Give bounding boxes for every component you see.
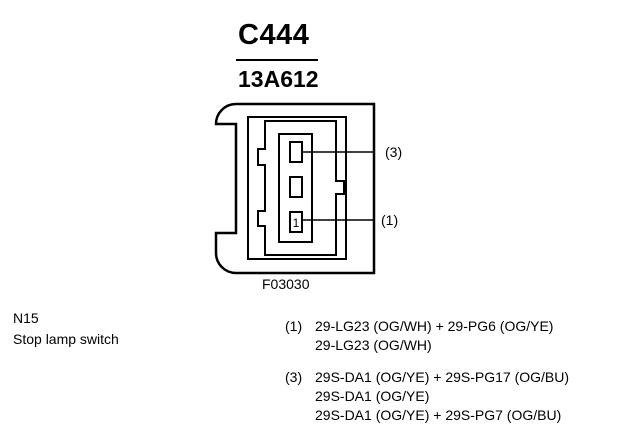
figure-id: F03030 bbox=[262, 276, 310, 292]
connector-inner-frame bbox=[247, 116, 347, 260]
component-name: Stop lamp switch bbox=[13, 331, 119, 347]
pin-2-cavity bbox=[289, 176, 303, 198]
title-divider bbox=[236, 59, 318, 61]
circuit-line: 29-LG23 (OG/WH) + 29-PG6 (OG/YE) bbox=[315, 318, 554, 334]
circuit-line: 29S-DA1 (OG/YE) bbox=[315, 388, 430, 404]
pin-1-number: 1 bbox=[293, 216, 300, 230]
part-number: 13A612 bbox=[238, 66, 319, 92]
callout-pin-3: (3) bbox=[385, 144, 403, 160]
circuit-line: 29S-DA1 (OG/YE) + 29S-PG7 (OG/BU) bbox=[315, 407, 562, 423]
pin-3-label: (3) bbox=[285, 369, 303, 385]
pin-1-cavity bbox=[289, 211, 303, 233]
pin-3-cavity bbox=[289, 141, 303, 163]
pin-cavity-column bbox=[278, 133, 313, 243]
terminal-block bbox=[257, 120, 345, 256]
pin-1-label: (1) bbox=[285, 318, 303, 334]
connector-id: C444 bbox=[238, 19, 310, 51]
callout-pin-1: (1) bbox=[381, 212, 399, 228]
connector-housing-outline bbox=[214, 102, 376, 275]
circuit-line: 29-LG23 (OG/WH) bbox=[315, 337, 432, 353]
circuit-line: 29S-DA1 (OG/YE) + 29S-PG17 (OG/BU) bbox=[315, 369, 570, 385]
component-code: N15 bbox=[13, 310, 39, 326]
